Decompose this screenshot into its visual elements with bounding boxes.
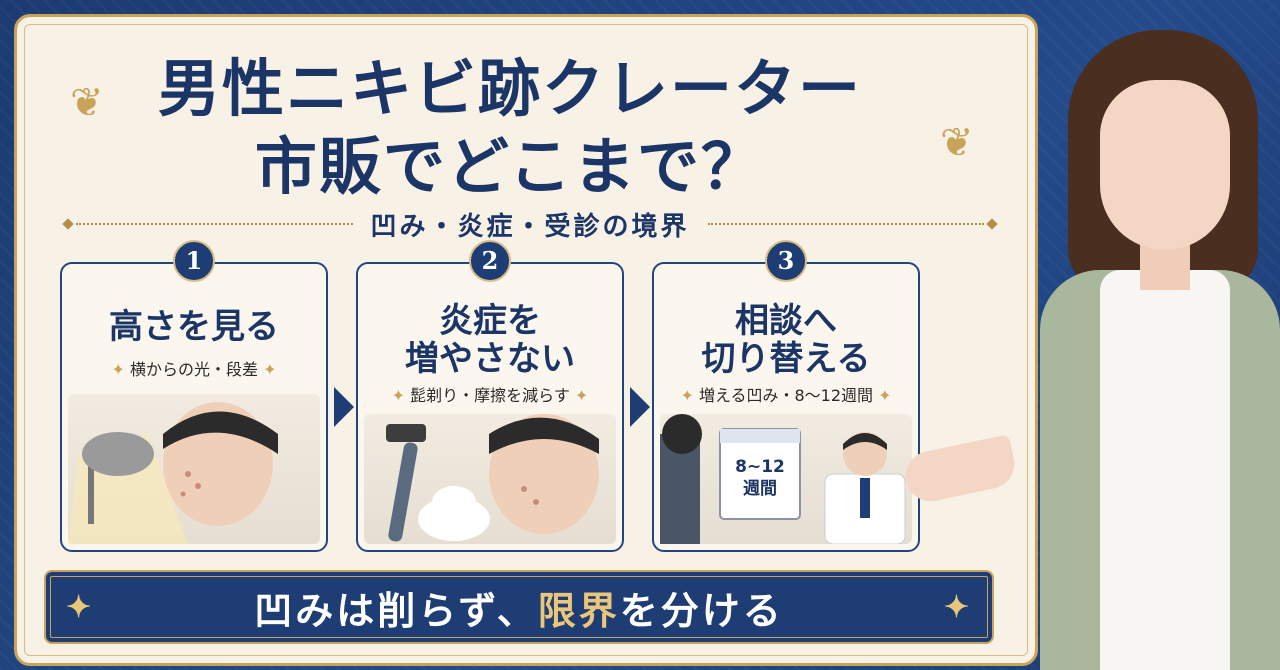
lamp-face-icon [68, 402, 278, 544]
illustration-side-light [68, 394, 320, 544]
step-card-2: 炎症を 増やさない 髭剃り・摩擦を減らす [356, 262, 624, 552]
subtitle-row: 凹み・炎症・受診の境界 [60, 204, 1000, 244]
dotted-divider [76, 223, 353, 225]
step-card-1: 高さを見る 横からの光・段差 [60, 262, 328, 552]
banner-text-after: を分ける [619, 587, 784, 633]
subtitle: 凹み・炎症・受診の境界 [370, 211, 690, 242]
razor-foam-icon [386, 414, 599, 542]
step-title: 高さを見る [109, 307, 279, 347]
doctor-consult-icon [660, 414, 906, 545]
step-title: 炎症を 増やさない [405, 301, 575, 379]
step-note: 増える凹み・8〜12週間 [654, 382, 918, 406]
dotted-divider [707, 223, 985, 225]
page-title-line1: 男性ニキビ跡クレーター [157, 52, 862, 125]
presenter-illustration [1040, 0, 1280, 670]
leaf-icon: ❦ [940, 120, 974, 166]
step-title: 相談へ 切り替える [701, 301, 871, 379]
diamond-icon [62, 218, 74, 230]
step-note: 髭剃り・摩擦を減らす [358, 382, 622, 406]
step-number-2: 2 [469, 240, 511, 282]
sparkle-icon: ✦ [66, 590, 95, 625]
banner-text-before: 凹みは削らず、 [254, 587, 538, 633]
calendar-text: 8~12 週間 [735, 457, 785, 499]
sparkle-icon: ✦ [943, 590, 972, 625]
blouse [1100, 270, 1230, 670]
face [1100, 80, 1230, 250]
leaf-icon: ❦ [70, 80, 104, 126]
conclusion-banner: ✦ 凹みは削らず、 限界 を分ける ✦ [44, 570, 994, 644]
illustration-consultation: 8~12 週間 [660, 414, 912, 545]
steps: 高さを見る 横からの光・段差 1 炎症を 増やさない 髭剃り・摩擦を減らす [60, 240, 920, 552]
step-number-1: 1 [173, 240, 215, 282]
illustration-shaving [364, 414, 616, 544]
arrow-right-icon [630, 387, 650, 427]
step-card-3: 相談へ 切り替える 増える凹み・8〜12週間 8~12 週間 [652, 262, 920, 552]
step-number-3: 3 [765, 240, 807, 282]
diamond-icon [986, 218, 998, 230]
page-title-line2: 市販でどこまで？ [254, 130, 766, 203]
banner-highlight: 限界 [537, 587, 620, 633]
step-note: 横からの光・段差 [62, 356, 326, 380]
arrow-right-icon [334, 387, 354, 427]
